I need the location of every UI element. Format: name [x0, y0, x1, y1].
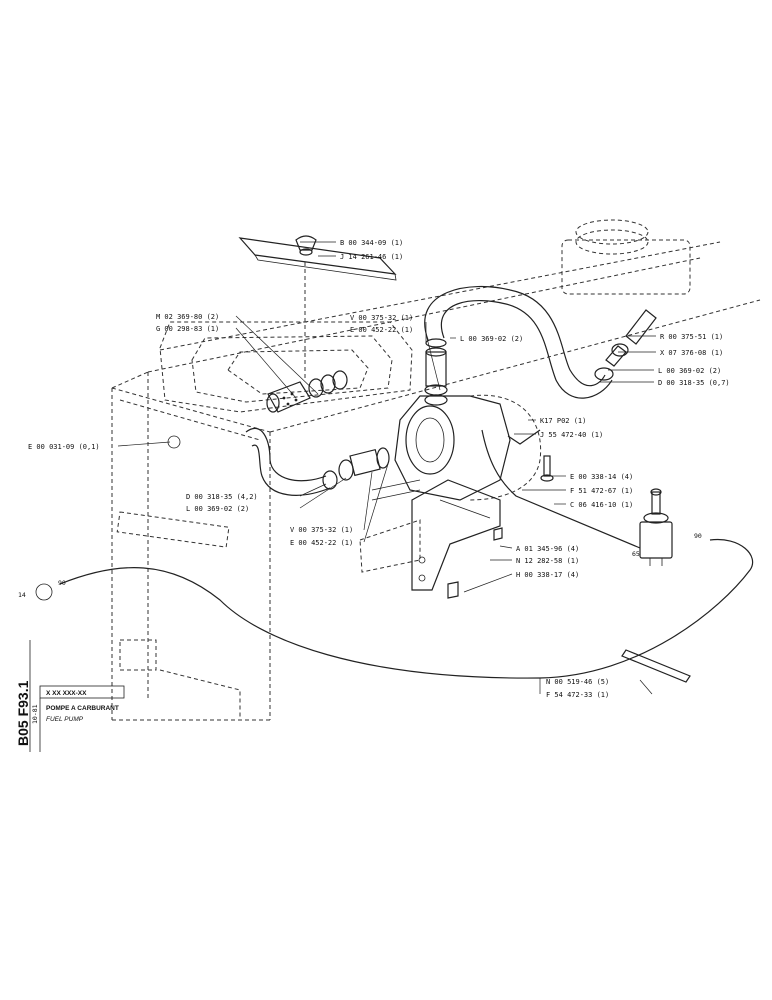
toggle-switch	[639, 488, 673, 566]
revision-date: 10-81	[31, 704, 39, 724]
reference-code: X XX XXX-XX	[46, 690, 87, 697]
callout-d-00-318-35-right: D 00 318-35 (0,7)	[658, 379, 730, 387]
filter-strainer	[266, 370, 348, 413]
callout-l-00-369-02-right: L 00 369-02 (2)	[658, 367, 721, 375]
callout-j-14-261-46: J 14 261-46 (1)	[340, 253, 403, 261]
callout-j-55-472-40: J 55 472-40 (1)	[540, 431, 603, 439]
title-block: B05 F93.1 X XX XXX-XX 10-81 POMPE A CARB…	[15, 640, 125, 752]
title-french: POMPE A CARBURANT	[46, 705, 119, 712]
upper-hose-fitting	[424, 338, 448, 406]
recess-tray	[159, 321, 413, 413]
supply-hose-left	[245, 427, 390, 496]
callout-n-12-282-58: N 12 282-58 (1)	[516, 557, 579, 565]
callout-f-51-472-67: F 51 472-67 (1)	[570, 487, 633, 495]
callout-v-00-375-32-top: V 00 375-32 (1)	[350, 314, 413, 322]
document-code: B05 F93.1	[15, 680, 31, 746]
cable-mark-90-left: 90	[58, 579, 66, 587]
leader-lines	[117, 241, 656, 695]
callout-a-01-345-96: A 01 345-96 (4)	[516, 545, 579, 553]
callout-e-00-452-22-top: E 00 452-22 (1)	[350, 326, 413, 334]
callout-e-00-338-14: E 00 338-14 (4)	[570, 473, 633, 481]
callout-l-00-369-02-top: L 00 369-02 (2)	[460, 335, 523, 343]
callout-n-00-519-46: N 00 519-46 (5)	[546, 678, 609, 686]
cable-mark-90-right: 90	[694, 532, 702, 540]
cable-mark-14: 14	[18, 591, 26, 599]
callout-x-07-376-08: X 07 376-08 (1)	[660, 349, 723, 357]
cable-mark-65: 65	[632, 550, 640, 558]
callout-f-54-472-33: F 54 472-33 (1)	[546, 691, 609, 699]
callout-e-00-452-22-bottom: E 00 452-22 (1)	[290, 539, 353, 547]
machine-body-outline	[111, 241, 761, 721]
callout-r-00-375-51: R 00 375-51 (1)	[660, 333, 723, 341]
callout-g-00-298-83: G 00 298-83 (1)	[156, 325, 219, 333]
title-english: FUEL PUMP	[46, 716, 84, 723]
control-cables	[35, 429, 754, 683]
callout-k17-p02: K17 P02 (1)	[540, 417, 586, 425]
callout-d-00-318-35-left: D 00 318-35 (4,2)	[186, 493, 258, 501]
mounting-bracket	[411, 479, 503, 599]
strap-with-wingnut	[238, 235, 397, 281]
callout-b-00-344-09: B 00 344-09 (1)	[340, 239, 403, 247]
callout-h-00-338-17: H 00 338-17 (4)	[516, 571, 579, 579]
callout-c-06-416-10: C 06 416-10 (1)	[570, 501, 633, 509]
bolt-screw	[540, 455, 554, 482]
callout-l-00-369-02-left: L 00 369-02 (2)	[186, 505, 249, 513]
return-hose-upper	[424, 285, 613, 399]
tank-filler-boss	[561, 219, 691, 295]
right-hose-fittings	[594, 309, 657, 381]
fuel-pump-body	[359, 394, 542, 573]
callout-v-00-375-32-bottom: V 00 375-32 (1)	[290, 526, 353, 534]
callout-m-02-369-80: M 02 369-80 (2)	[156, 313, 219, 321]
callout-e-00-031-09: E 00 031-09 (0,1)	[28, 443, 100, 451]
callout-labels: B 00 344-09 (1) J 14 261-46 (1) M 02 369…	[18, 239, 730, 699]
